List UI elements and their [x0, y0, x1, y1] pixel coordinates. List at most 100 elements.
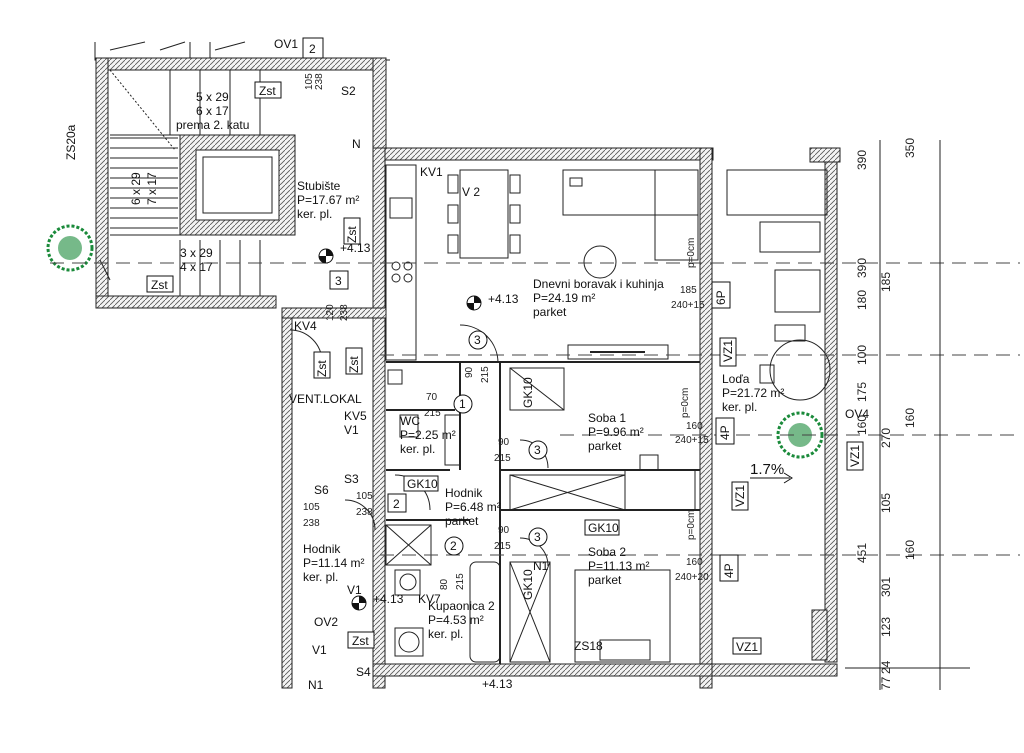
- level-marker: [466, 295, 482, 311]
- threshold-label: p=0cm: [686, 238, 697, 268]
- tag-s4: S4: [356, 665, 371, 679]
- side-dim: 160: [903, 540, 917, 560]
- room-floor: ker. pl.: [297, 207, 332, 221]
- room-stubiste: Stubište P=17.67 m² ker. pl.: [297, 179, 359, 221]
- room-name: Kupaonica 2: [428, 599, 495, 613]
- tag-zs20a: ZS20a: [64, 124, 78, 160]
- level-label: +4.13: [373, 592, 404, 606]
- tag-v1: V1: [312, 643, 327, 657]
- tag-kv5: KV5: [344, 409, 367, 423]
- door-dim: 70: [426, 392, 438, 403]
- room-name: WC: [400, 414, 420, 428]
- side-dimensions: 390 390 180 100 175 160 105 451 301 123 …: [855, 138, 917, 690]
- room-area: P=11.13 m²: [588, 559, 649, 573]
- door-dim: 185: [680, 285, 697, 296]
- grid-lines: [50, 262, 1020, 556]
- door-dimensions: 105 238 120 238 70 215 90 215 90 215 90 …: [303, 73, 709, 590]
- room-hodnik: Hodnik P=6.48 m² parket: [445, 486, 501, 528]
- stair-note: 4 x 17: [180, 260, 213, 274]
- level-label: +4.13: [482, 677, 513, 691]
- side-dim: 123: [879, 617, 893, 637]
- side-dim: 185: [879, 272, 893, 292]
- vz-tag-boxes: [403, 281, 864, 655]
- room-living: Dnevni boravak i kuhinja P=24.19 m² park…: [533, 277, 664, 319]
- threshold-label: p=0cm: [680, 388, 691, 418]
- stair-note: 6 x 17: [196, 104, 229, 118]
- tag-gk10: GK10: [588, 521, 619, 535]
- door-dim: 160: [686, 421, 703, 432]
- tag-n1: N1: [533, 559, 549, 573]
- door-dim: 240+15: [675, 435, 709, 446]
- room-floor: parket: [588, 439, 622, 453]
- tag-zst: Zst: [352, 634, 369, 648]
- dining-table: [447, 169, 521, 259]
- door-dim: 215: [494, 541, 511, 552]
- slope-arrow: [750, 472, 793, 484]
- room-lodja: Loďa P=21.72 m² ker. pl.: [722, 372, 784, 414]
- side-dim: 100: [855, 345, 869, 365]
- tag-4p: 4P: [722, 563, 736, 578]
- side-dim: 301: [879, 577, 893, 597]
- door-dim: 215: [424, 408, 441, 419]
- tag-kv1: KV1: [420, 165, 443, 179]
- door-dim: 215: [455, 573, 466, 590]
- level-label: +4.13: [488, 292, 519, 306]
- loggia-furniture: [726, 169, 831, 401]
- room-floor: parket: [533, 305, 567, 319]
- tag-v1: V1: [347, 583, 362, 597]
- tv-unit: [567, 344, 669, 360]
- door-dim: 80: [439, 578, 450, 590]
- side-dim: 160: [903, 408, 917, 428]
- tag-zst: Zst: [315, 360, 329, 377]
- door-dim: 105: [304, 73, 315, 90]
- room-soba-1: Soba 1 P=9.96 m² parket: [588, 411, 644, 453]
- tag-vz1: VZ1: [721, 340, 735, 362]
- tag-vz1: VZ1: [733, 485, 747, 507]
- room-area: P=6.48 m²: [445, 500, 501, 514]
- tag-n: N: [352, 137, 361, 151]
- tag-vz1: VZ1: [848, 445, 862, 467]
- door-dim: 90: [498, 525, 510, 536]
- tag-ov1: OV1: [274, 37, 298, 51]
- door-dim: 105: [303, 502, 320, 513]
- coffee-table: [583, 245, 617, 279]
- tag-gk10: GK10: [521, 377, 535, 408]
- door-dim: 238: [356, 507, 373, 518]
- tag-s3: S3: [344, 472, 359, 486]
- threshold-label: p=0cm: [686, 510, 697, 540]
- door-dim: 160: [686, 557, 703, 568]
- side-dim: 160: [855, 415, 869, 435]
- room-floor: parket: [588, 573, 622, 587]
- sofa: [562, 169, 699, 261]
- wardrobes: [509, 367, 626, 663]
- door-number: 3: [534, 530, 541, 544]
- room-area: P=9.96 m²: [588, 425, 644, 439]
- room-name: Hodnik: [445, 486, 483, 500]
- door-dim: 215: [494, 453, 511, 464]
- door-dim: 90: [464, 366, 475, 378]
- room-floor: ker. pl.: [428, 627, 463, 641]
- room-name: Dnevni boravak i kuhinja: [533, 277, 664, 291]
- tag-ov2: OV2: [314, 615, 338, 629]
- door-dim: 90: [498, 437, 510, 448]
- tag-4p: 4P: [718, 425, 732, 440]
- room-soba-2: Soba 2 P=11.13 m² parket: [588, 545, 649, 587]
- side-dim: 451: [855, 543, 869, 563]
- side-dim: 390: [855, 258, 869, 278]
- side-dim: 77: [879, 676, 893, 690]
- walls: [95, 57, 841, 689]
- stair-note: 7 x 17: [145, 172, 159, 205]
- side-dim: 390: [855, 150, 869, 170]
- door-dim: 120: [325, 304, 336, 321]
- door-number: 3: [534, 443, 541, 457]
- room-floor: parket: [445, 514, 479, 528]
- tag-v1: V1: [344, 423, 359, 437]
- side-dim: 24: [879, 660, 893, 674]
- room-area: P=21.72 m²: [722, 386, 784, 400]
- room-floor: ker. pl.: [722, 400, 757, 414]
- door-numbers: 3 1 2 3 3 2 3 2: [309, 42, 541, 553]
- stair-note: 6 x 29: [129, 172, 143, 205]
- tag-zst: Zst: [259, 84, 276, 98]
- level-labels: +4.13 +4.13 +4.13 +4.13: [340, 241, 519, 691]
